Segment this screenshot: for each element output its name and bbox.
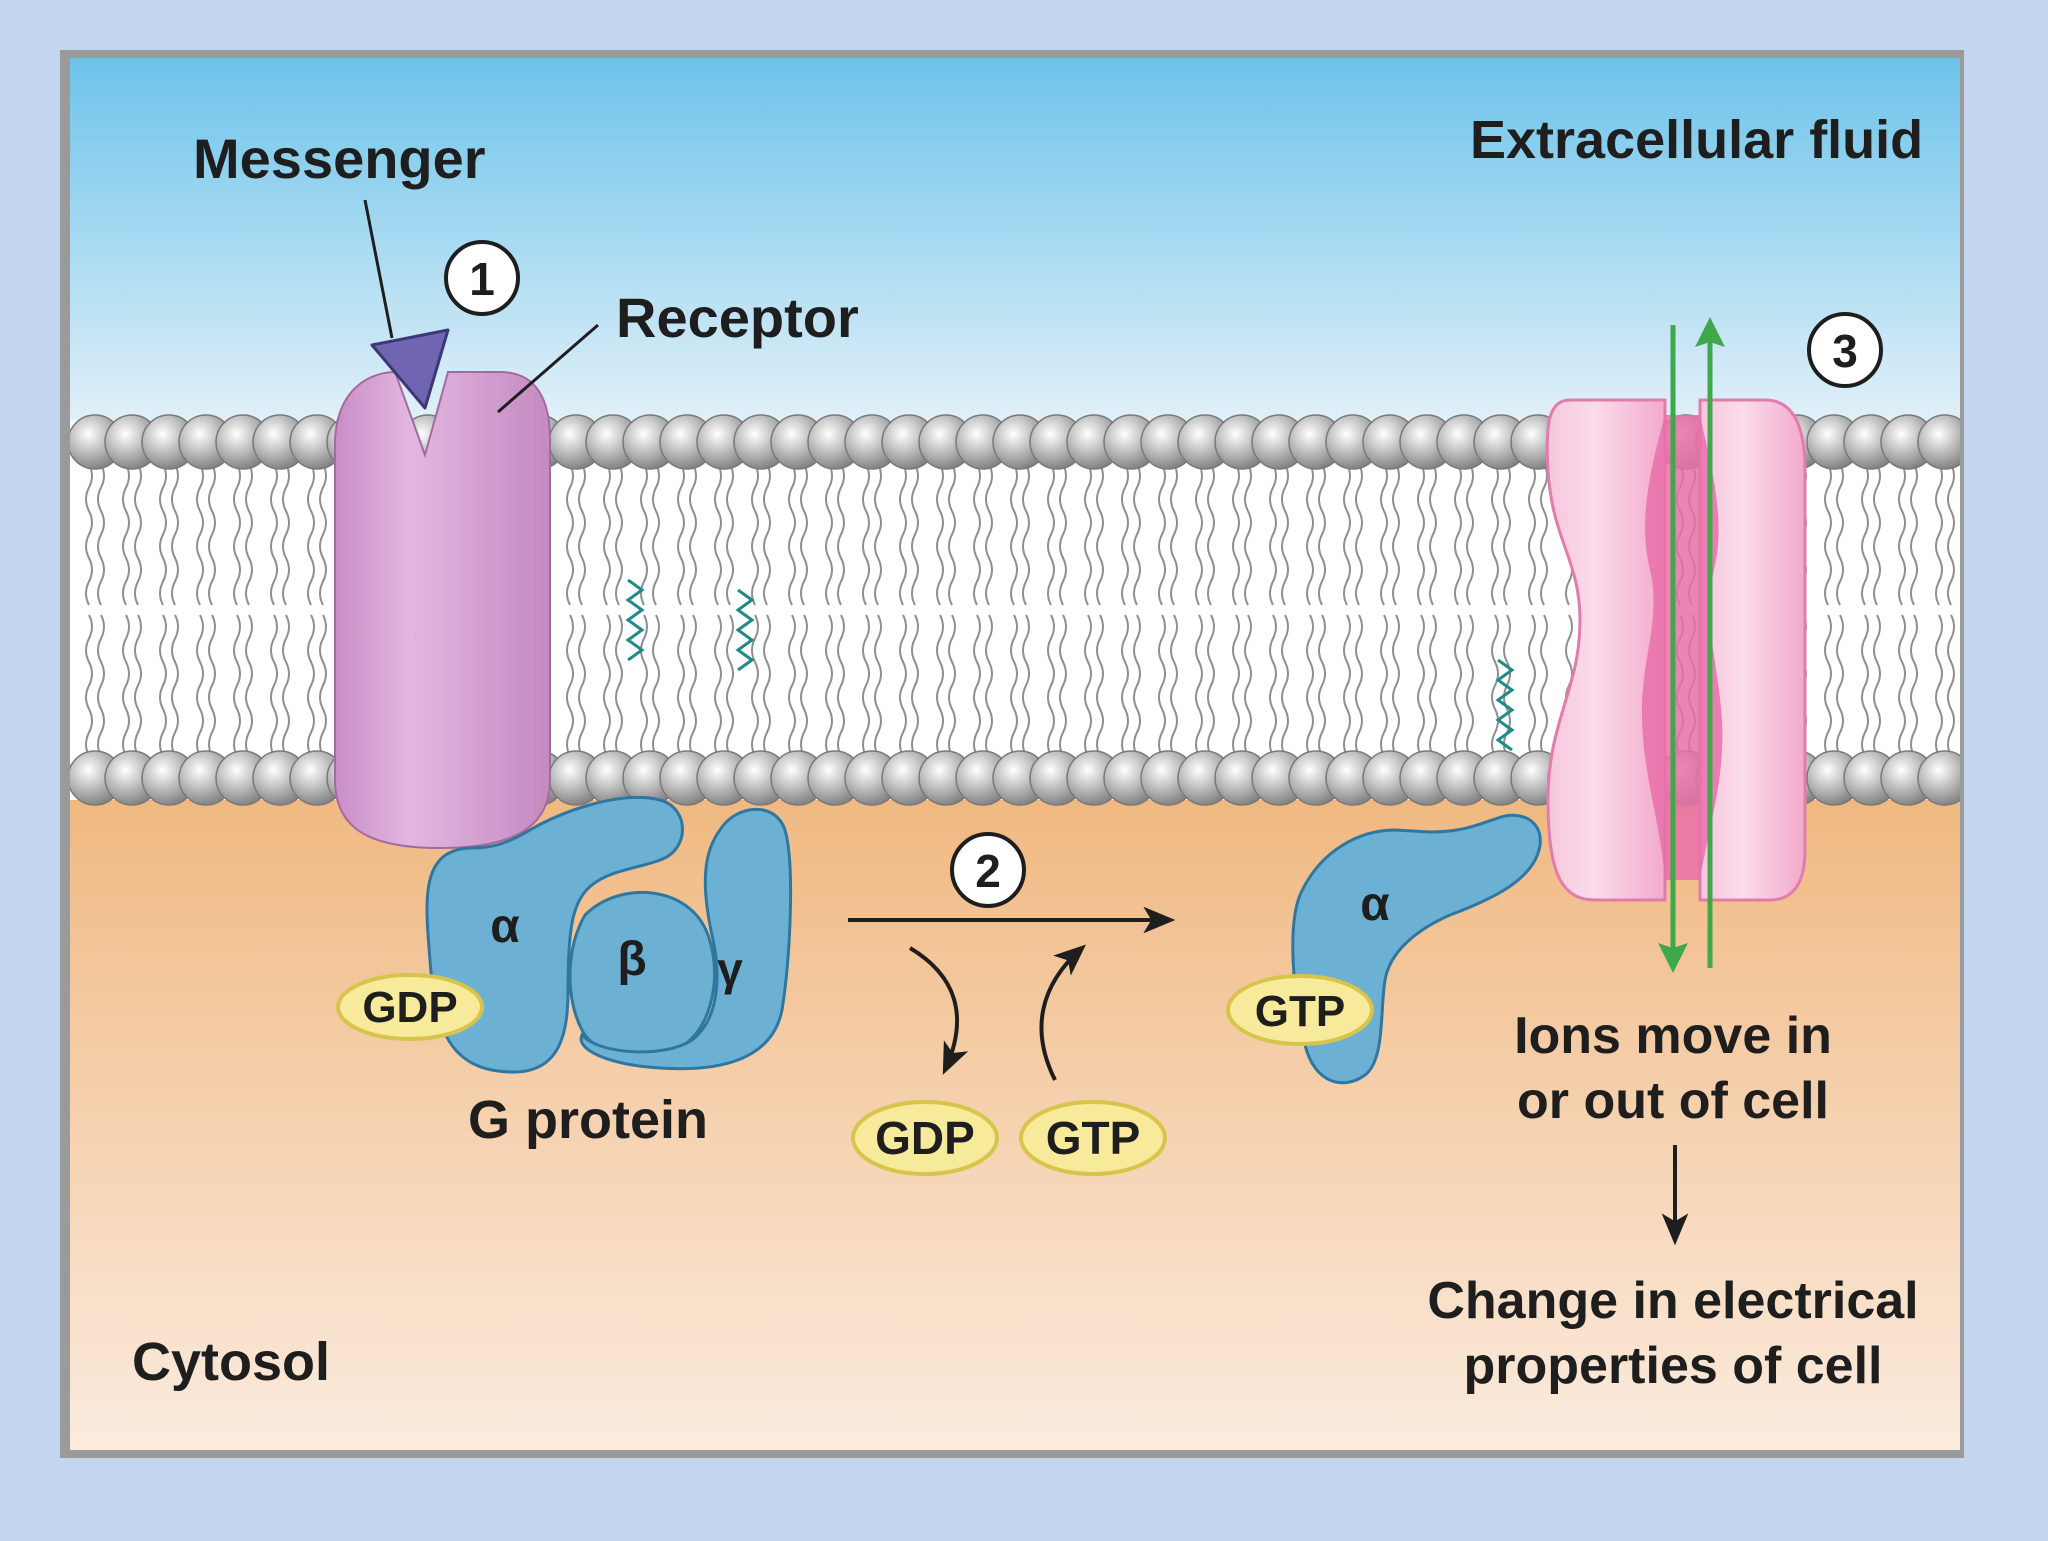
ions-label-line-2: or out of cell — [1517, 1072, 1829, 1130]
lipid-tail-pair — [677, 463, 697, 757]
lipid-tail-pair — [1269, 463, 1289, 757]
gdp-released-badge: GDP — [851, 1100, 999, 1176]
lipid-tail-pair — [714, 463, 734, 757]
ion-channel-pore — [1641, 415, 1723, 880]
gtp-binding-arrow — [1039, 944, 1087, 1081]
svg-text:GDP: GDP — [875, 1112, 975, 1164]
alpha-lipid-anchor — [1495, 658, 1515, 752]
lipid-tail-pair — [270, 463, 290, 757]
ion-channel-left-half — [1545, 398, 1667, 902]
lipid-tail-pair — [1121, 463, 1141, 757]
ion-channel-right-half — [1698, 398, 1807, 902]
receptor-pointer-line — [497, 323, 599, 414]
beta-label: β — [617, 933, 646, 986]
messenger-pointer-line — [363, 199, 394, 339]
receptor-protein — [334, 370, 551, 850]
receptor-label: Receptor — [616, 286, 859, 349]
lipid-tail-pair — [788, 463, 808, 757]
lipid-tail-pair — [603, 463, 623, 757]
lipid-tail-pair — [1454, 463, 1474, 757]
beta-gamma-lipid-anchor — [625, 578, 645, 662]
lipid-tail-pair — [862, 463, 882, 757]
lipid-tail-pair — [825, 463, 845, 757]
ions-label-line-1: Ions move in — [1514, 1007, 1832, 1065]
lipid-tail-pair — [1195, 463, 1215, 757]
lipid-tail-pair — [973, 463, 993, 757]
alpha-label: α — [490, 900, 520, 953]
step-2-marker: 2 — [950, 832, 1026, 908]
gamma-label: γ — [717, 943, 743, 995]
lipid-tail-pair — [307, 463, 327, 757]
lipid-tail-pair — [1232, 463, 1252, 757]
lipid-head — [1917, 750, 1960, 806]
lipid-tail-pair — [1528, 463, 1548, 757]
svg-text:2: 2 — [975, 845, 1001, 897]
lipid-tail-pair — [1343, 463, 1363, 757]
g-protein-gamma-subunit — [579, 807, 793, 1071]
gdp-bound-badge: GDP — [336, 973, 484, 1041]
svg-text:GTP: GTP — [1255, 987, 1345, 1036]
lipid-tail-pair — [85, 463, 105, 757]
lipid-tail-pair — [566, 463, 586, 757]
lipid-tail-pair — [1306, 463, 1326, 757]
cytosol-label: Cytosol — [132, 1332, 330, 1392]
lipid-tail-pair — [1898, 463, 1918, 757]
extracellular-fluid-label: Extracellular fluid — [1470, 110, 1923, 170]
lipid-tail-pair — [1084, 463, 1104, 757]
lipid-tail-pair — [1417, 463, 1437, 757]
change-label-line-1: Change in electrical — [1427, 1272, 1918, 1330]
gdp-release-arrow — [908, 946, 969, 1075]
lipid-tail-pair — [1935, 463, 1955, 757]
svg-text:GTP: GTP — [1046, 1112, 1141, 1164]
svg-text:1: 1 — [469, 253, 495, 305]
active-alpha-label: α — [1360, 878, 1390, 931]
step-1-marker: 1 — [444, 240, 520, 316]
gtp-added-badge: GTP — [1019, 1100, 1167, 1176]
change-label-line-2: properties of cell — [1464, 1337, 1883, 1395]
lipid-tail-pair — [1010, 463, 1030, 757]
lipid-tail-pair — [640, 463, 660, 757]
lipid-tail-pair — [233, 463, 253, 757]
messenger-label: Messenger — [193, 127, 486, 190]
svg-text:3: 3 — [1832, 325, 1858, 377]
lipid-tail-pair — [122, 463, 142, 757]
lipid-tail-pair — [159, 463, 179, 757]
lipid-tail-pair — [899, 463, 919, 757]
gamma-lipid-anchor — [735, 588, 755, 672]
lipid-tail-pair — [751, 463, 771, 757]
lipid-tail-pair — [936, 463, 956, 757]
lipid-tail-pair — [1380, 463, 1400, 757]
lipid-tail-pair — [1158, 463, 1178, 757]
messenger-molecule — [370, 328, 450, 410]
g-protein-label: G protein — [468, 1090, 708, 1150]
lipid-tail-pair — [196, 463, 216, 757]
step-3-marker: 3 — [1807, 312, 1883, 388]
lipid-head — [1917, 414, 1960, 470]
lipid-tail-pair — [1824, 463, 1844, 757]
lipid-tail-pair — [1047, 463, 1067, 757]
gtp-bound-badge: GTP — [1226, 974, 1374, 1046]
lipid-tail-pair — [1861, 463, 1881, 757]
svg-text:GDP: GDP — [362, 983, 457, 1032]
